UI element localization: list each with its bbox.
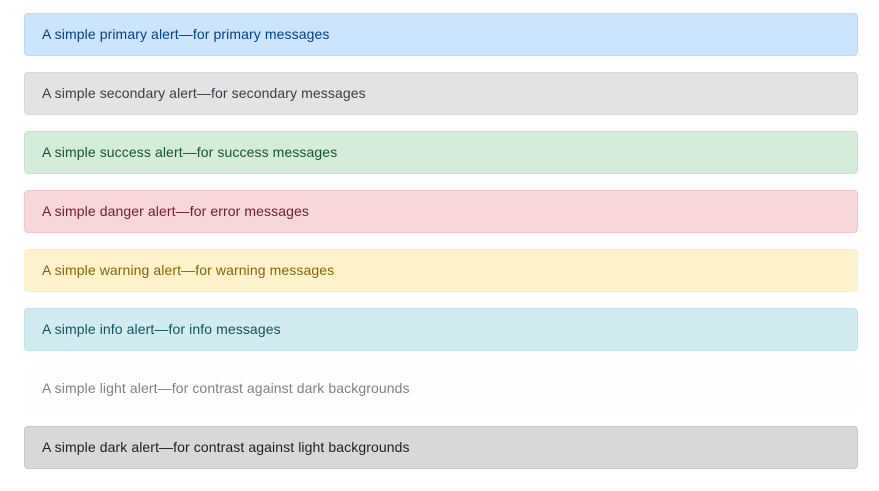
alert-danger: A simple danger alert—for error messages — [24, 190, 858, 233]
alert-message: A simple warning alert—for warning messa… — [42, 262, 335, 278]
alert-primary: A simple primary alert—for primary messa… — [24, 13, 858, 56]
alert-light: A simple light alert—for contrast agains… — [24, 367, 858, 410]
alert-message: A simple primary alert—for primary messa… — [42, 26, 330, 42]
alerts-list: A simple primary alert—for primary messa… — [24, 13, 858, 469]
alert-info: A simple info alert—for info messages — [24, 308, 858, 351]
alert-message: A simple danger alert—for error messages — [42, 203, 309, 219]
alert-dark: A simple dark alert—for contrast against… — [24, 426, 858, 469]
alert-message: A simple dark alert—for contrast against… — [42, 439, 410, 455]
alert-message: A simple info alert—for info messages — [42, 321, 281, 337]
alert-secondary: A simple secondary alert—for secondary m… — [24, 72, 858, 115]
alert-message: A simple success alert—for success messa… — [42, 144, 338, 160]
alert-message: A simple light alert—for contrast agains… — [42, 380, 410, 396]
alert-warning: A simple warning alert—for warning messa… — [24, 249, 858, 292]
alert-success: A simple success alert—for success messa… — [24, 131, 858, 174]
alert-message: A simple secondary alert—for secondary m… — [42, 85, 366, 101]
